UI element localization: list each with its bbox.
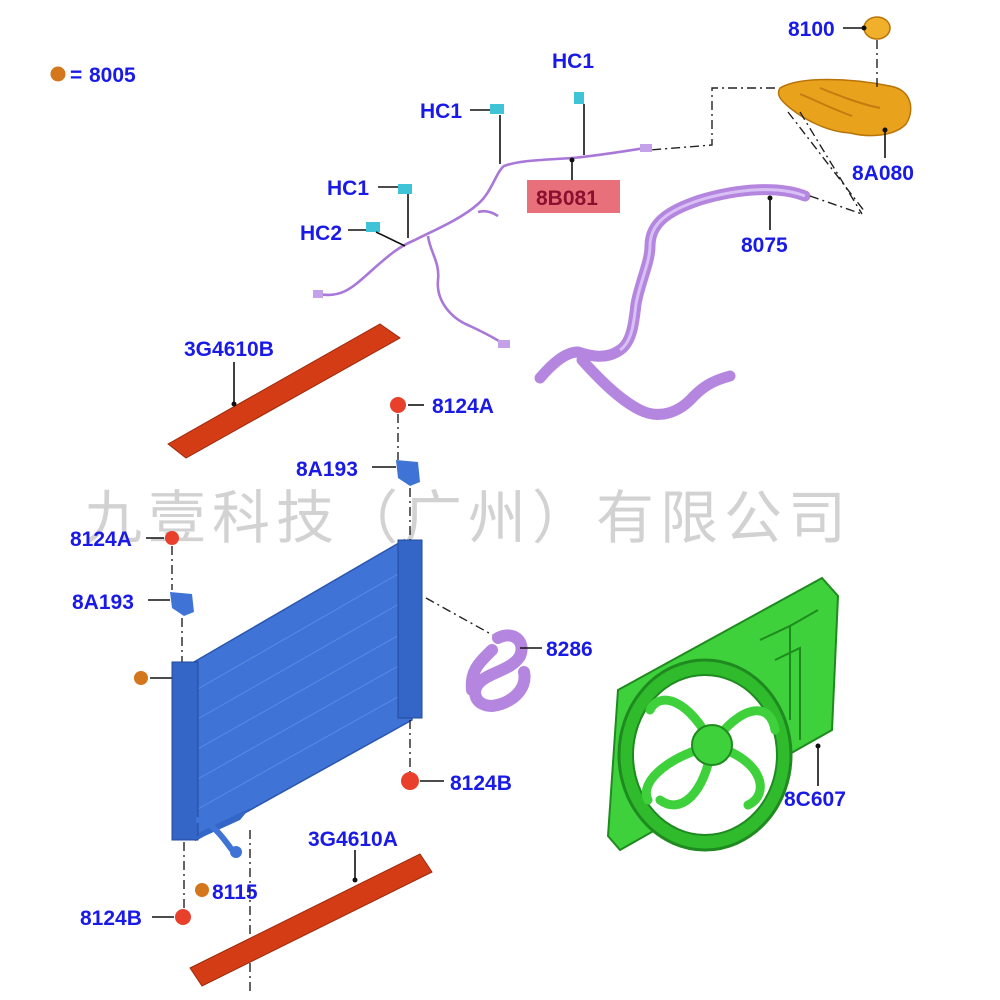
label-3G4610A: 3G4610A xyxy=(308,828,398,851)
label-8124B-right: 8124B xyxy=(450,772,512,795)
reservoir-tank xyxy=(777,78,912,137)
bottom-mount-group: 8124B 8124B 8115 xyxy=(80,720,512,995)
lower-hose xyxy=(465,629,531,713)
radiator-tank-left xyxy=(171,661,199,841)
label-hc1-a: HC1 xyxy=(420,100,462,123)
bracket-top-right xyxy=(396,460,420,486)
top-left-mount-group: 8124A 8A193 xyxy=(70,528,194,685)
label-3G4610B: 3G4610B xyxy=(184,338,274,361)
label-8A080: 8A080 xyxy=(852,162,914,185)
legend-code: 8005 xyxy=(89,64,136,87)
lower-seal xyxy=(189,853,433,987)
grommet-bottom-right xyxy=(401,772,419,790)
radiator-group xyxy=(171,538,423,858)
label-8A193-left: 8A193 xyxy=(72,591,134,614)
legend-equals: = xyxy=(70,64,82,87)
top-right-mount-group: 8124A 8A193 xyxy=(296,395,494,540)
grommet-bottom-left xyxy=(175,909,191,925)
legend: = 8005 xyxy=(50,64,136,87)
reservoir-cap xyxy=(863,16,891,40)
wire-harness-group: HC1 HC1 HC1 HC2 8B081 xyxy=(300,50,652,348)
fan-shroud-group: 8C607 xyxy=(606,576,846,852)
label-8C607: 8C607 xyxy=(784,788,846,811)
fan-hub xyxy=(691,724,733,766)
upper-seal xyxy=(167,323,401,459)
label-8124A-right: 8124A xyxy=(432,395,494,418)
bracket-top-left xyxy=(170,592,194,616)
lower-seal-group: 3G4610A xyxy=(189,828,433,987)
legend-marker xyxy=(50,66,66,82)
grommet-top-right xyxy=(390,397,406,413)
grommet-top-left xyxy=(165,531,179,545)
radiator-tank-right xyxy=(397,539,423,719)
clip-hc1-a xyxy=(490,104,504,114)
reservoir-group: 8100 8A080 xyxy=(649,16,914,215)
drain-plug-marker xyxy=(195,883,209,897)
upper-seal-group: 3G4610B xyxy=(167,323,401,459)
bolt-marker-left xyxy=(134,671,148,685)
label-8124B-left: 8124B xyxy=(80,907,142,930)
label-8115: 8115 xyxy=(212,881,258,904)
label-8286: 8286 xyxy=(546,638,593,661)
watermark-text: 九壹科技（广州）有限公司 xyxy=(84,484,852,552)
label-8124A-left: 8124A xyxy=(70,528,132,551)
upper-hose xyxy=(534,184,811,420)
clip-hc1-b xyxy=(574,92,584,104)
label-hc2: HC2 xyxy=(300,222,342,245)
label-hc1-b: HC1 xyxy=(552,50,594,73)
label-8A193-right: 8A193 xyxy=(296,458,358,481)
highlight-box xyxy=(527,180,620,213)
label-8100: 8100 xyxy=(788,18,835,41)
clip-hc1-c xyxy=(398,184,412,194)
upper-hose-group: 8075 xyxy=(534,184,863,420)
clip-hc2 xyxy=(366,222,380,232)
lower-hose-group: 8286 xyxy=(425,597,593,713)
label-8075: 8075 xyxy=(741,234,788,257)
label-8B081: 8B081 xyxy=(536,187,598,210)
label-hc1-c: HC1 xyxy=(327,177,369,200)
